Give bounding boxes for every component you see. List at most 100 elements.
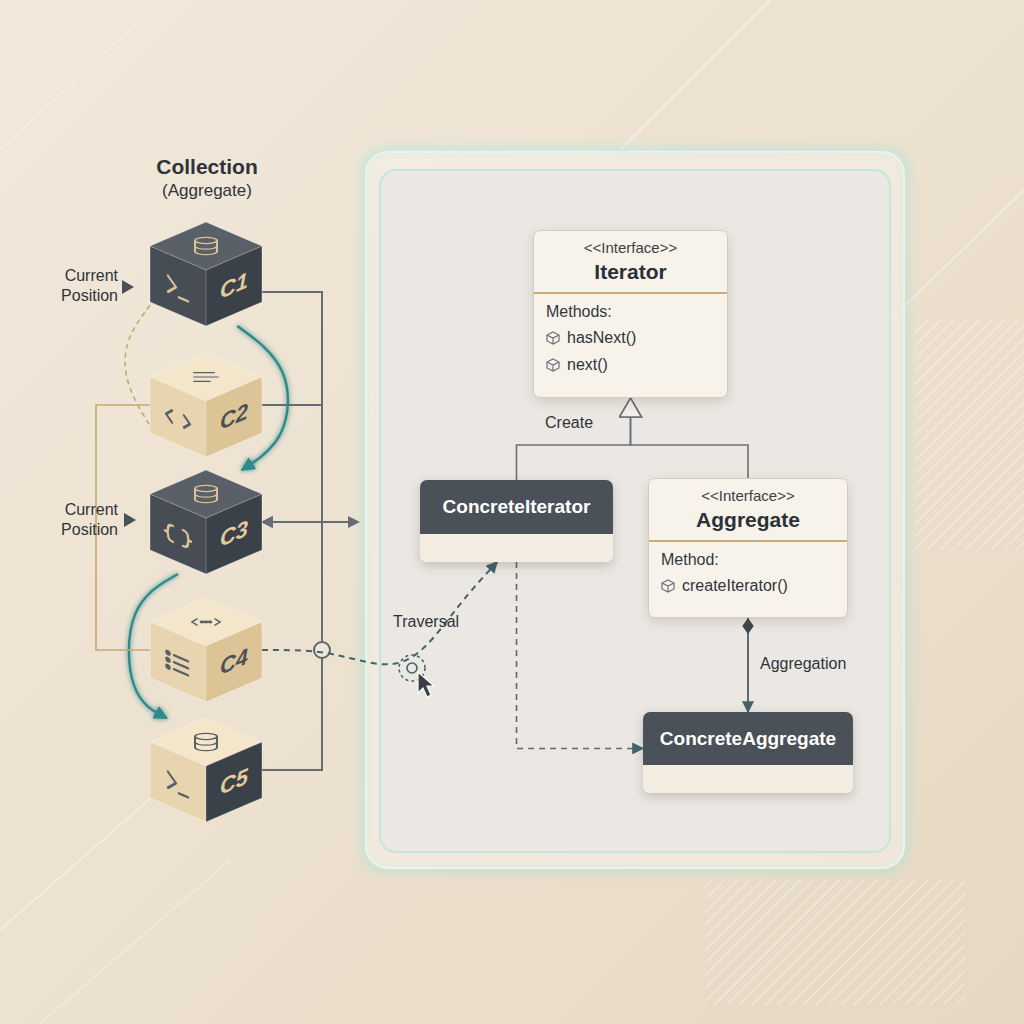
class-name: Iterator bbox=[546, 259, 715, 285]
panel-glow bbox=[364, 150, 906, 870]
class-box: ConcreteAggregate bbox=[643, 712, 853, 793]
bus-wire bbox=[322, 521, 350, 523]
cube-edge bbox=[150, 246, 262, 326]
decor-line bbox=[40, 860, 230, 1024]
top-icon bbox=[192, 619, 220, 625]
class-name: ConcreteIterator bbox=[420, 480, 613, 534]
side-icon bbox=[165, 522, 191, 549]
database-icon bbox=[195, 488, 217, 502]
text-block: Aggregate bbox=[661, 507, 835, 533]
collection-item: C1 bbox=[150, 222, 262, 326]
position-pointer bbox=[122, 280, 134, 294]
interface-box: <<Interface>> AggregateMethod: createItera… bbox=[648, 478, 848, 618]
method-icon bbox=[546, 358, 560, 372]
collection-item: C3 bbox=[150, 470, 262, 574]
arrow-head bbox=[348, 516, 360, 528]
position-label: Current Position bbox=[36, 266, 118, 306]
cube-outline bbox=[150, 470, 262, 574]
edge-label: Create bbox=[545, 414, 593, 432]
collection-item: C5 bbox=[150, 718, 262, 822]
top-icon bbox=[195, 485, 217, 502]
position-pointer bbox=[124, 513, 136, 527]
method-name: hasNext() bbox=[567, 328, 636, 347]
top-icon bbox=[194, 373, 218, 382]
dependency-line bbox=[517, 562, 644, 748]
method-icon bbox=[662, 580, 674, 592]
database-icon bbox=[195, 237, 217, 243]
panel-inner bbox=[380, 170, 890, 852]
class-name: Aggregate bbox=[661, 507, 835, 533]
lines-icon bbox=[194, 373, 218, 382]
link-dashed bbox=[125, 305, 150, 426]
cube-outline bbox=[150, 598, 262, 702]
cube-outline bbox=[150, 353, 262, 457]
text-block: <<Interface>> bbox=[546, 239, 715, 257]
aggregation-line bbox=[747, 618, 749, 712]
collection-heading: (Aggregate) bbox=[107, 181, 307, 201]
dots-icon bbox=[201, 621, 204, 623]
method-name: next() bbox=[567, 355, 608, 374]
prompt-icon bbox=[168, 772, 188, 798]
decor-line bbox=[620, 0, 770, 150]
text-block: Method: bbox=[661, 540, 835, 569]
side-icon bbox=[166, 650, 188, 676]
dots-icon bbox=[209, 621, 212, 623]
prompt-icon bbox=[168, 276, 188, 302]
list-icon bbox=[166, 657, 169, 662]
compartment-divider bbox=[534, 292, 727, 294]
method-icon bbox=[547, 359, 559, 371]
text-block: next() bbox=[546, 355, 715, 374]
collection-heading: Collection bbox=[107, 155, 307, 179]
text-block: Methods: bbox=[546, 292, 715, 321]
collection-item: C4 bbox=[150, 598, 262, 702]
method-name: createIterator() bbox=[682, 576, 788, 595]
list-icon bbox=[166, 650, 169, 655]
text-block: hasNext() bbox=[546, 328, 715, 347]
position-label: Current Position bbox=[36, 500, 118, 540]
hatch-area bbox=[705, 880, 965, 1005]
edge-label: Traversal bbox=[393, 613, 459, 631]
edge-label: Aggregation bbox=[760, 655, 846, 673]
traversal-link bbox=[262, 562, 497, 664]
top-icon bbox=[195, 237, 217, 254]
side-icon bbox=[168, 772, 188, 798]
cursor-ring bbox=[407, 663, 417, 673]
dots-icon bbox=[192, 619, 220, 625]
hatch-area bbox=[915, 320, 1024, 550]
database-icon bbox=[195, 240, 217, 254]
generalization-line bbox=[631, 398, 749, 478]
compartment-divider bbox=[649, 540, 847, 542]
generalization-line bbox=[517, 398, 631, 480]
list-icon bbox=[166, 664, 169, 669]
class-box: ConcreteIterator bbox=[420, 480, 613, 562]
cube-outline bbox=[150, 718, 262, 822]
section-heading: Methods: bbox=[546, 302, 715, 321]
list-icon bbox=[174, 655, 188, 675]
cube-edge bbox=[150, 742, 262, 822]
cube-edge bbox=[150, 622, 262, 702]
cube-outline bbox=[150, 222, 262, 326]
bus-wire bbox=[262, 522, 322, 770]
bus-connector bbox=[262, 292, 322, 522]
database-icon bbox=[195, 485, 217, 491]
class-name: ConcreteAggregate bbox=[643, 712, 853, 765]
database-icon bbox=[195, 733, 217, 739]
collection-item: C2 bbox=[150, 353, 262, 457]
decor-line bbox=[0, 20, 140, 150]
top-icon bbox=[195, 733, 217, 750]
text-block: Iterator bbox=[546, 259, 715, 285]
section-heading: Method: bbox=[661, 550, 835, 569]
stereotype-text: <<Interface>> bbox=[546, 239, 715, 257]
cube-edge bbox=[150, 494, 262, 574]
bus-connector bbox=[262, 405, 322, 522]
code-icon bbox=[166, 408, 190, 430]
junction-dot bbox=[314, 642, 330, 658]
cube-edge bbox=[150, 377, 262, 457]
method-icon bbox=[661, 579, 675, 593]
brace-icon bbox=[165, 522, 191, 549]
text-block: <<Interface>> bbox=[661, 487, 835, 505]
interface-box: <<Interface>> IteratorMethods: hasNext() ne… bbox=[533, 230, 728, 398]
stereotype-text: <<Interface>> bbox=[661, 487, 835, 505]
dots-icon bbox=[205, 621, 208, 623]
